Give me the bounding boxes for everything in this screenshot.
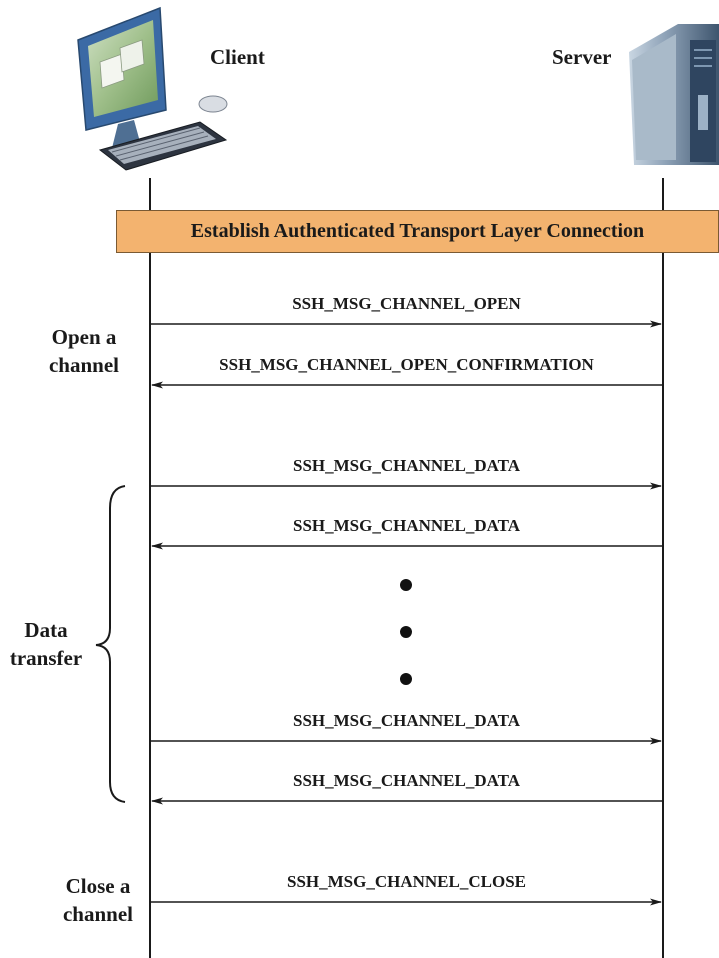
transport-layer-banner: Establish Authenticated Transport Layer … xyxy=(116,210,719,253)
phase-data-line2: transfer xyxy=(9,646,83,670)
ellipsis-dot xyxy=(400,626,412,638)
server-label: Server xyxy=(552,45,612,69)
phase-data-line1: Data xyxy=(24,618,68,642)
phase-data-transfer: Data transfer xyxy=(0,616,92,672)
message-label: SSH_MSG_CHANNEL_DATA xyxy=(292,516,520,535)
phase-close-channel: Close a channel xyxy=(42,872,154,928)
ellipsis-dot xyxy=(400,673,412,685)
ellipsis-dot xyxy=(400,579,412,591)
phase-close-line2: channel xyxy=(62,902,133,926)
client-label: Client xyxy=(210,45,265,69)
message-label: SSH_MSG_CHANNEL_DATA xyxy=(292,711,520,730)
data-transfer-brace xyxy=(95,485,126,803)
message-label: SSH_MSG_CHANNEL_OPEN_CONFIRMATION xyxy=(219,355,594,374)
phase-open-line1: Open a xyxy=(51,325,117,349)
phase-close-line1: Close a xyxy=(65,874,131,898)
phase-open-channel: Open a channel xyxy=(28,323,140,379)
message-label: SSH_MSG_CHANNEL_CLOSE xyxy=(287,872,526,891)
message-label: SSH_MSG_CHANNEL_DATA xyxy=(292,456,520,475)
server-tower-icon xyxy=(629,24,719,165)
message-label: SSH_MSG_CHANNEL_OPEN xyxy=(292,294,521,313)
message-label: SSH_MSG_CHANNEL_DATA xyxy=(292,771,520,790)
phase-open-line2: channel xyxy=(48,353,119,377)
computer-icon xyxy=(77,6,228,171)
